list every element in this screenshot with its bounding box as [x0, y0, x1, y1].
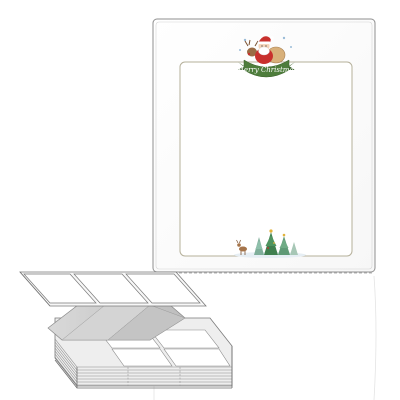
fanfold-top-sheet	[19, 271, 207, 307]
reindeer-icon	[236, 239, 247, 255]
christmas-trees-icon	[234, 229, 306, 258]
sheet-continuation-right	[373, 275, 377, 400]
label-sheet	[152, 18, 377, 400]
fanfold-label-stack-icon	[19, 271, 233, 389]
label-area	[179, 61, 353, 257]
banner-text: Merry Christmas	[236, 66, 298, 74]
santa-icon	[239, 36, 292, 64]
sheet-inner-edge	[155, 21, 373, 270]
merry-christmas-banner: Merry Christmas	[236, 59, 298, 78]
fanfold-rising-sheet	[47, 304, 186, 341]
